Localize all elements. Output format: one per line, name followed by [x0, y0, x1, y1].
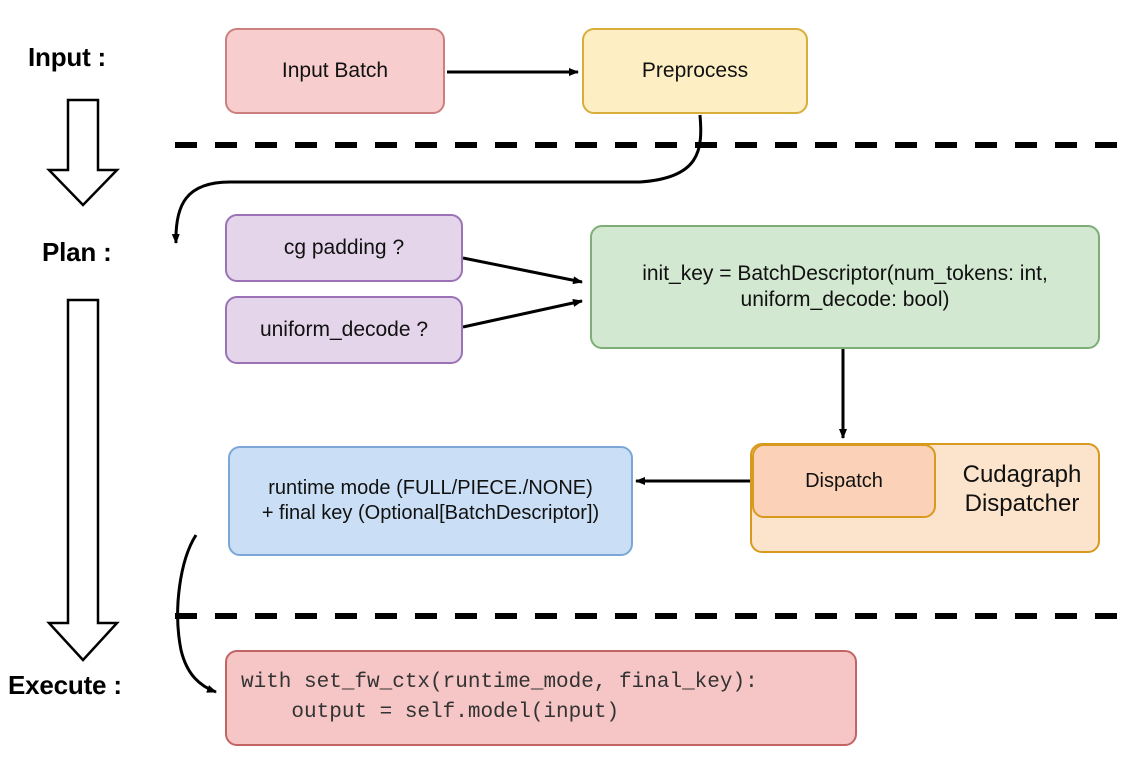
node-cudagraph-dispatcher-line-2: Dispatcher: [964, 489, 1080, 517]
node-input-batch[interactable]: Input Batch: [225, 28, 445, 114]
node-runtime-mode[interactable]: runtime mode (FULL/PIECE./NONE) + final …: [228, 446, 633, 556]
node-execute-code[interactable]: with set_fw_ctx(runtime_mode, final_key)…: [225, 650, 857, 746]
node-cudagraph-dispatcher-label-group: Cudagraph Dispatcher: [947, 461, 1097, 519]
node-runtime-mode-line-2: + final key (Optional[BatchDescriptor]): [261, 502, 600, 524]
node-init-key[interactable]: init_key = BatchDescriptor(num_tokens: i…: [590, 225, 1100, 349]
node-cg-padding[interactable]: cg padding ?: [225, 214, 463, 282]
node-uniform-decode[interactable]: uniform_decode ?: [225, 296, 463, 364]
node-dispatch-label: Dispatch: [805, 469, 883, 492]
node-runtime-mode-line-1: runtime mode (FULL/PIECE./NONE): [268, 477, 593, 499]
arrow-uniform-decode-to-init-key: [462, 299, 583, 329]
node-dispatch[interactable]: Dispatch: [752, 444, 936, 518]
node-cudagraph-dispatcher-line-1: Cudagraph: [962, 461, 1082, 488]
node-uniform-decode-label: uniform_decode ?: [259, 317, 429, 341]
node-preprocess[interactable]: Preprocess: [582, 28, 808, 114]
stage-label-execute: Execute :: [8, 670, 122, 700]
node-init-key-line-2: uniform_decode: bool): [740, 288, 950, 311]
block-arrow-plan-to-execute: [46, 298, 120, 662]
block-arrow-input-to-plan: [46, 98, 120, 207]
node-execute-code-line-2: output = self.model(input): [241, 701, 620, 724]
node-init-key-line-1: init_key = BatchDescriptor(num_tokens: i…: [642, 261, 1048, 285]
node-cg-padding-label: cg padding ?: [283, 235, 405, 259]
node-execute-code-line-1: with set_fw_ctx(runtime_mode, final_key)…: [241, 670, 758, 694]
node-input-batch-label: Input Batch: [281, 58, 389, 82]
node-preprocess-label: Preprocess: [641, 58, 749, 82]
stage-label-plan: Plan :: [42, 237, 112, 267]
stage-label-input: Input :: [28, 42, 107, 72]
arrow-runtime-mode-to-execute-code: [176, 534, 217, 694]
arrow-cg-padding-to-init-key: [462, 256, 583, 285]
